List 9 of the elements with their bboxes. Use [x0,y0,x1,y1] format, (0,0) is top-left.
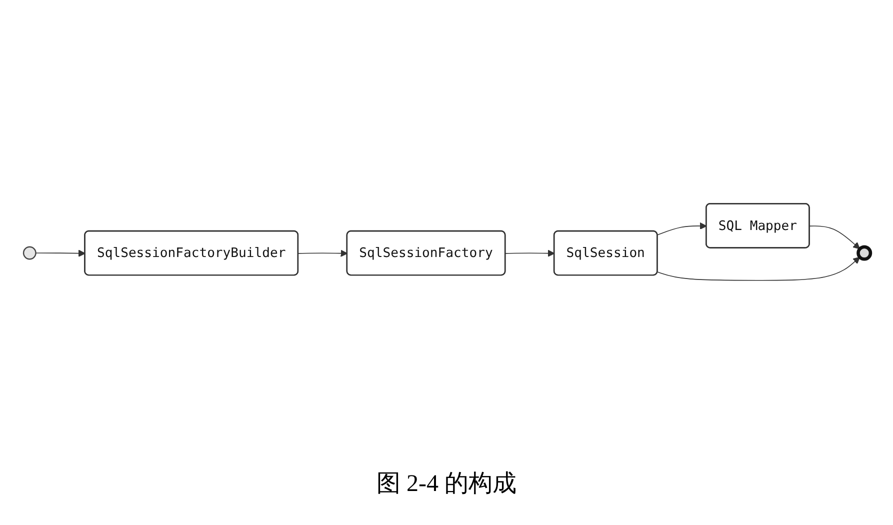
figure-caption: 图 2-4 的构成 [376,470,516,498]
arrow [656,256,860,280]
arrow [808,225,860,249]
node-circle [856,244,872,260]
arrow [297,249,348,256]
arrow [504,249,554,256]
arrow [656,222,706,235]
node-circle [22,246,36,260]
arrow [34,249,85,256]
